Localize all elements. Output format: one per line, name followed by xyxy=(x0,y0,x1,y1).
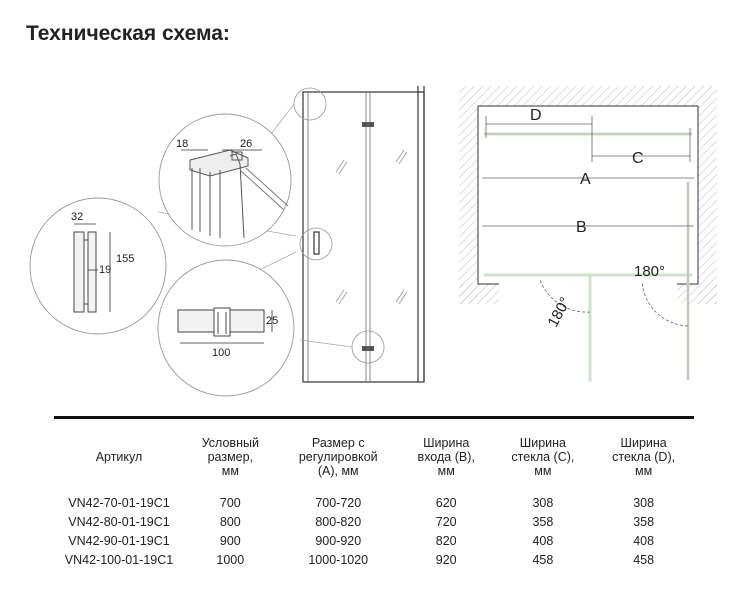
table-row: VN42-90-01-19C1 900 900-920 820 408 408 xyxy=(54,532,694,551)
profile-callout-circle xyxy=(293,87,327,121)
cell-nominal-size: 800 xyxy=(219,515,241,529)
plan-label-b: B xyxy=(576,219,587,236)
profile-dim-right: 26 xyxy=(240,138,252,150)
cell-entry-width: 920 xyxy=(435,553,457,567)
col-header-adjust-size: Размер с регулировкой (А), мм xyxy=(298,436,378,478)
cell-entry-width: 820 xyxy=(435,534,457,548)
cell-nominal-size: 900 xyxy=(219,534,241,548)
handle-detail: 32 155 19 xyxy=(29,197,167,335)
table-row: VN42-100-01-19C1 1000 1000-1020 920 458 … xyxy=(54,551,694,570)
handle-dim-width: 32 xyxy=(71,211,83,223)
cell-article: VN42-90-01-19C1 xyxy=(68,534,170,548)
cell-glass-c: 408 xyxy=(532,534,554,548)
cell-glass-d: 308 xyxy=(633,496,655,510)
col-header-article: Артикул xyxy=(95,450,143,464)
cell-adjust-size: 700-720 xyxy=(315,496,362,510)
angle-label-left: 180° xyxy=(545,294,575,329)
cell-article: VN42-80-01-19C1 xyxy=(68,515,170,529)
table-header-row: Артикул Условный размер, мм Размер с рег… xyxy=(54,436,694,494)
cell-article: VN42-100-01-19C1 xyxy=(64,553,174,567)
cell-adjust-size: 1000-1020 xyxy=(308,553,369,567)
table-row: VN42-70-01-19C1 700 700-720 620 308 308 xyxy=(54,494,694,513)
col-header-nominal-size: Условный размер, мм xyxy=(201,436,259,478)
cell-nominal-size: 1000 xyxy=(216,553,245,567)
handle-dim-height: 155 xyxy=(116,253,134,265)
profile-dim-left: 18 xyxy=(176,138,188,150)
cell-glass-d: 358 xyxy=(633,515,655,529)
profile-detail: 18 26 xyxy=(158,113,292,247)
col-header-entry-width: Ширина входа (В), мм xyxy=(417,436,475,478)
col-header-glass-d: Ширина стекла (D), мм xyxy=(612,436,676,478)
cell-glass-c: 458 xyxy=(532,553,554,567)
handle-dim-depth: 19 xyxy=(99,264,111,276)
cell-adjust-size: 800-820 xyxy=(315,515,362,529)
technical-diagram: 18 26 32 155 19 25 100 xyxy=(29,86,717,397)
angle-label-right: 180° xyxy=(634,263,665,280)
plan-view: D C A B 180° 180° xyxy=(459,86,717,382)
cell-entry-width: 720 xyxy=(435,515,457,529)
cell-article: VN42-70-01-19C1 xyxy=(68,496,170,510)
handle-callout-circle xyxy=(299,227,333,261)
plan-label-d: D xyxy=(530,107,542,124)
hinge-detail: 25 100 xyxy=(157,259,295,397)
spec-table: Артикул Условный размер, мм Размер с рег… xyxy=(54,436,694,570)
hinge-dim-width: 100 xyxy=(212,347,230,359)
cell-glass-c: 308 xyxy=(532,496,554,510)
cell-nominal-size: 700 xyxy=(219,496,241,510)
hinge-dim-height: 25 xyxy=(266,315,278,327)
table-divider xyxy=(54,416,694,419)
cell-glass-d: 408 xyxy=(633,534,655,548)
plan-label-a: A xyxy=(580,171,591,188)
cell-adjust-size: 900-920 xyxy=(315,534,362,548)
table-row: VN42-80-01-19C1 800 800-820 720 358 358 xyxy=(54,513,694,532)
cell-glass-c: 358 xyxy=(532,515,554,529)
page-title: Техническая схема: xyxy=(26,22,230,45)
col-header-glass-c: Ширина стекла (С), мм xyxy=(511,436,575,478)
cell-glass-d: 458 xyxy=(633,553,655,567)
glass-reflection-marks xyxy=(335,149,408,305)
plan-label-c: C xyxy=(632,150,644,167)
cell-entry-width: 620 xyxy=(435,496,457,510)
